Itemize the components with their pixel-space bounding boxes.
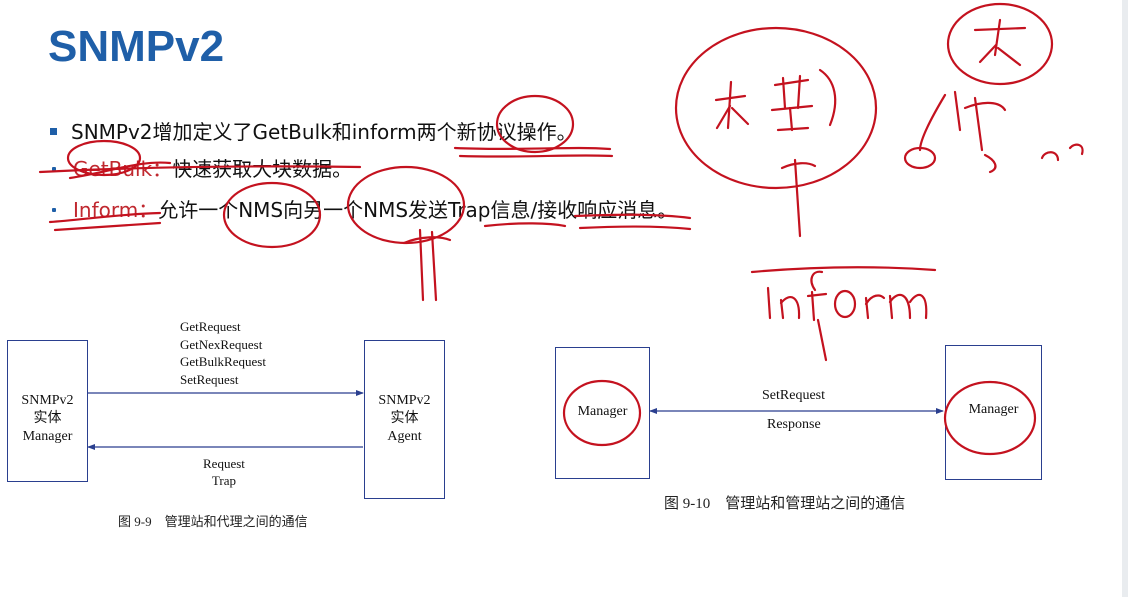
figure-9-10-caption: 图 9-10 管理站和管理站之间的通信 (664, 496, 906, 512)
agent-entity-box: SNMPv2 实体 Agent (364, 340, 445, 499)
figure-9-9-caption: 图 9-9 管理站和代理之间的通信 (118, 514, 308, 529)
square-bullet-icon (50, 128, 57, 135)
response-request: Request (203, 456, 245, 471)
dot-bullet-icon (52, 166, 56, 171)
setrequest-label: SetRequest (762, 388, 825, 403)
right-edge-strip (1122, 0, 1128, 597)
request-getbulkrequest: GetBulkRequest (180, 354, 266, 369)
agent-box-line3: Agent (387, 429, 422, 444)
request-getrequest: GetRequest (180, 319, 241, 334)
response-labels: Request Trap (203, 455, 245, 489)
getbulk-term: GetBulk： (73, 157, 173, 181)
agent-box-line2: 实体 (390, 411, 419, 426)
inform-description: 允许一个NMS向另一个NMS发送Trap信息/接收响应消息。 (158, 198, 678, 222)
getbulk-description: 快速获取大块数据。 (172, 157, 353, 181)
manager-right-label: Manager (968, 402, 1019, 417)
request-setrequest: SetRequest (180, 371, 239, 387)
manager-left-box: Manager (555, 347, 650, 479)
bullet-inform: Inform：允许一个NMS向另一个NMS发送Trap信息/接收响应消息。 (50, 194, 677, 223)
inform-term: Inform： (73, 198, 159, 222)
agent-box-line1: SNMPv2 (378, 393, 431, 408)
manager-right-box: Manager (945, 345, 1042, 480)
request-labels: GetRequest GetNexRequest GetBulkRequest … (180, 318, 266, 388)
bullet-getbulk-inform: SNMPv2增加定义了GetBulk和inform两个新协议操作。 (50, 116, 577, 145)
bullet1-text: SNMPv2增加定义了GetBulk和inform两个新协议操作。 (71, 120, 577, 144)
manager-box-line3: Manager (22, 429, 73, 444)
slide-title: SNMPv2 (48, 22, 225, 71)
bullet-getbulk: GetBulk：快速获取大块数据。 (50, 153, 352, 182)
manager-entity-box: SNMPv2 实体 Manager (7, 340, 88, 482)
dot-bullet-icon (52, 207, 56, 212)
response-trap: Trap (211, 473, 236, 488)
manager-left-label: Manager (577, 404, 628, 419)
request-getnexrequest: GetNexRequest (180, 336, 263, 352)
manager-box-line1: SNMPv2 (21, 393, 74, 408)
manager-box-line2: 实体 (33, 411, 62, 426)
response-label: Response (767, 417, 821, 432)
